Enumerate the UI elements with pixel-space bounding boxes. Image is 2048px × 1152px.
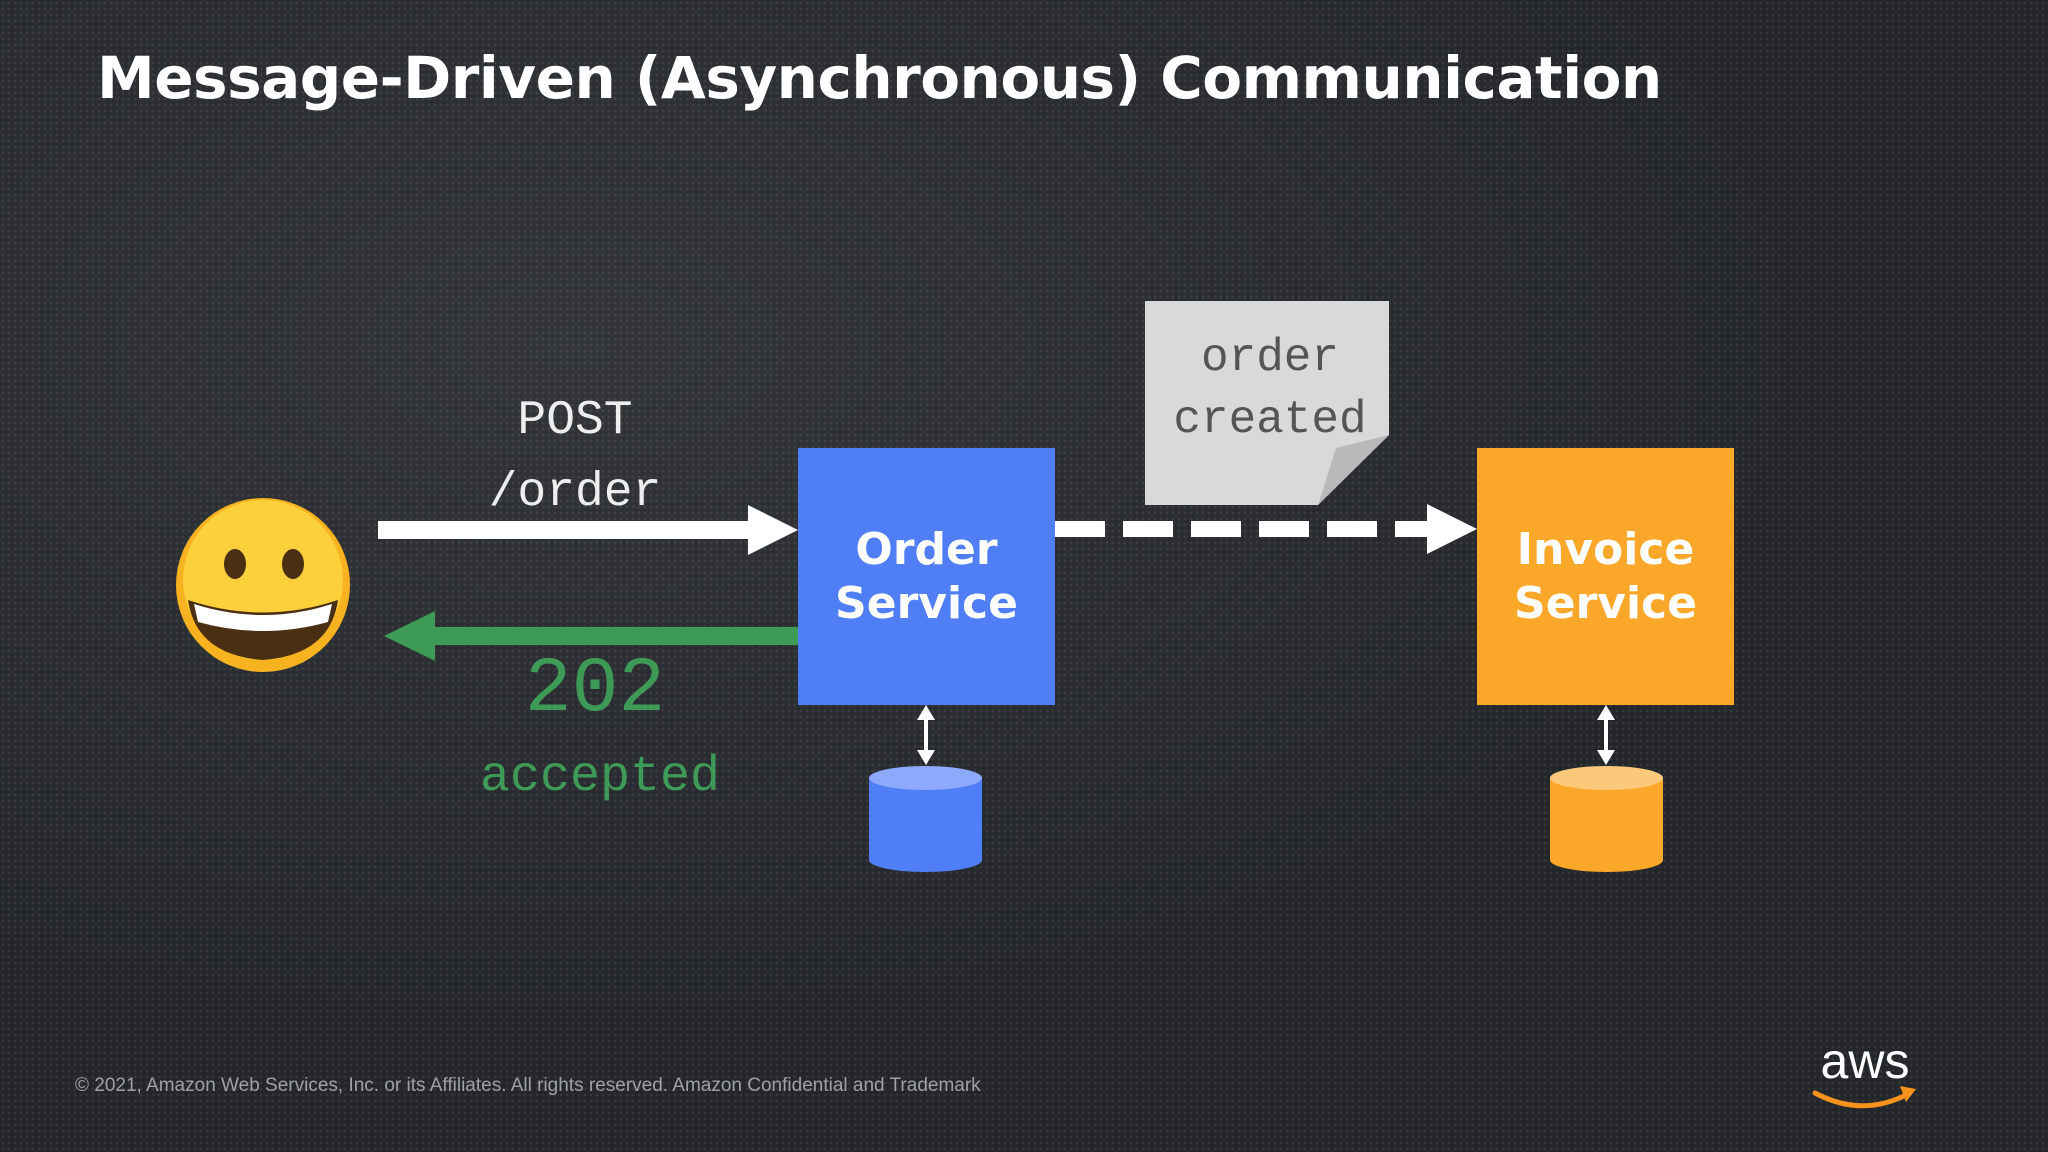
order-database-icon: [869, 766, 982, 872]
slide-title: Message-Driven (Asynchronous) Communicat…: [97, 44, 1662, 112]
event-label: order created: [1173, 332, 1367, 446]
order-db-link-arrow: [917, 705, 935, 765]
invoice-database-icon: [1550, 766, 1663, 872]
request-arrow: [378, 505, 798, 555]
response-arrow: [384, 611, 800, 661]
event-arrow-dashed: [1055, 504, 1477, 554]
response-status-code: 202: [524, 646, 666, 734]
aws-logo: aws: [1820, 1033, 1910, 1089]
copyright-footer: © 2021, Amazon Web Services, Inc. or its…: [75, 1075, 981, 1096]
response-status-text: accepted: [479, 749, 721, 806]
order-service-label: Order Service: [835, 523, 1018, 629]
invoice-db-link-arrow: [1597, 705, 1615, 765]
invoice-service-box: Invoice Service: [1477, 448, 1734, 705]
event-message-note: [1145, 301, 1389, 505]
invoice-service-label: Invoice Service: [1514, 523, 1697, 629]
order-service-box: Order Service: [798, 448, 1055, 705]
aws-smile-icon: [1812, 1086, 1916, 1109]
grinning-face-icon: [176, 498, 350, 672]
request-label: POST /order: [488, 394, 662, 520]
